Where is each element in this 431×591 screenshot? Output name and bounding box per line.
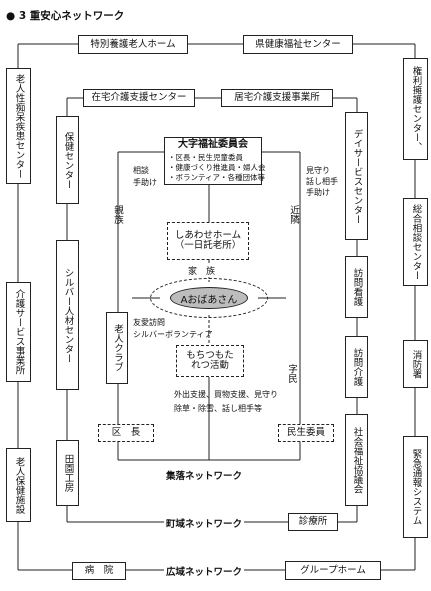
node-welfare-commissioner: 民生委員 (278, 424, 334, 442)
node-visiting-care: 訪問介護 (345, 336, 368, 398)
node-health-center: 保健センター (56, 116, 79, 204)
home-line-2: （一日託老所） (174, 240, 242, 251)
node-elderly-health-facility: 老人保健施設 (6, 448, 31, 522)
node-fire-station: 消防署 (403, 340, 428, 388)
node-mutual-help-activity: もちつもた れつ活動 (176, 345, 244, 377)
node-home-care-support-office: 居宅介護支援事業所 (221, 89, 333, 107)
node-welfare-committee: 大字福祉委員会 ・区長・民生児童委員 ・健康づくり推進員・婦人会 ・ボランティア… (164, 137, 266, 185)
committee-line-2: ・健康づくり推進員・婦人会 (168, 162, 266, 172)
label-town-network: 町域ネットワーク (164, 516, 245, 530)
node-senior-club: 老人クラブ (106, 312, 128, 384)
activity-line-2: れつ活動 (191, 360, 229, 371)
relatives-note-1: 相談 (133, 166, 149, 175)
home-line-1: しあわせホーム (174, 230, 242, 242)
activity-line-1: もちつもた (186, 350, 234, 362)
neighbors-note-2: 話し相手 (306, 177, 338, 186)
node-hospital: 病 院 (72, 562, 126, 580)
node-person-a: Aおばあさん (170, 287, 248, 309)
node-prefectural-welfare-center: 県健康福祉センター (243, 35, 353, 54)
node-rights-advocacy-center: 権利擁護センター、 (403, 58, 428, 160)
committee-line-1: ・区長・民生児童委員 (168, 152, 243, 162)
neighbors-note-3: 手助け (306, 188, 330, 197)
node-general-consultation-center: 総合相談センター (403, 198, 428, 286)
node-shiawase-home: しあわせホーム （一日託老所） (167, 222, 249, 260)
node-rural-workshop: 田園工房 (56, 440, 79, 506)
node-dementia-center: 老人性痴呆疾患センター (6, 68, 31, 184)
node-emergency-alert-system: 緊急通報システム (403, 436, 428, 538)
node-relatives: 親族 (111, 204, 123, 224)
node-silver-human-resources-center: シルバー人材センター (56, 240, 79, 390)
committee-title: 大字福祉委員会 (178, 139, 248, 150)
node-district-head: 区 長 (98, 424, 154, 442)
senior-note-1: 友愛訪問 (133, 318, 165, 327)
activities-line-2: 除草・除雪、話し相手等 (174, 404, 262, 413)
label-family: 家 族 (186, 264, 218, 277)
node-home-care-support-center: 在宅介護支援センター (83, 89, 195, 107)
activities-line-1: 外出支援、買物支援、見守り (174, 390, 278, 399)
node-visiting-nursing: 訪問看護 (345, 256, 368, 318)
neighbors-note-1: 見守り (306, 166, 330, 175)
senior-note-2: シルバーボランティア (133, 330, 213, 339)
node-day-service-center: デイサービスセンター (345, 112, 368, 240)
node-clinic: 診療所 (288, 513, 338, 531)
node-social-welfare-council: 社会福祉協議会 (345, 414, 368, 506)
label-wide-network: 広域ネットワーク (164, 564, 245, 578)
node-care-service-office: 介護サービス事業所 (6, 282, 31, 382)
node-group-home: グループホーム (285, 561, 381, 580)
node-special-nursing-home: 特別養護老人ホーム (78, 35, 188, 54)
relatives-note-2: 手助け (133, 178, 157, 187)
node-azamin: 字民 (285, 363, 297, 383)
page-title: ● 3 重安心ネットワーク (6, 10, 125, 22)
node-neighbors: 近隣 (287, 204, 299, 224)
label-settlement-network: 集落ネットワーク (164, 468, 245, 482)
family-circle (150, 278, 268, 318)
committee-line-3: ・ボランティア・各種団体等 (168, 172, 266, 182)
